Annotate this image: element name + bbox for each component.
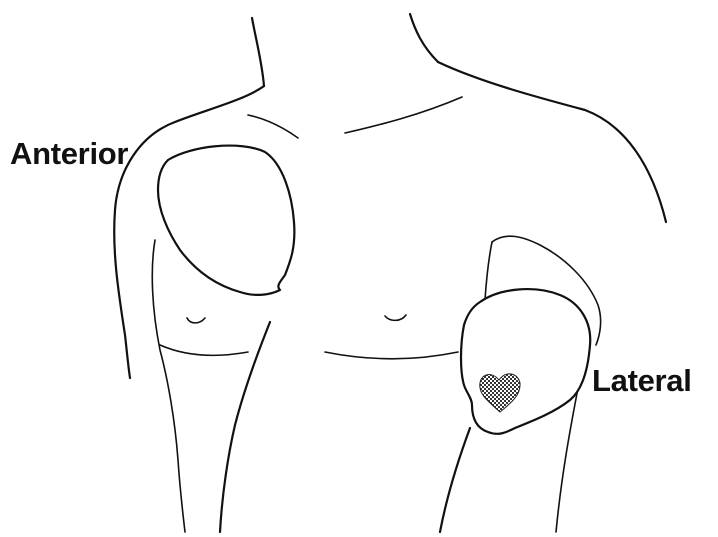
lateral-pad [461,289,590,434]
right-nipple [385,315,406,320]
neck-right-line [410,14,438,62]
right-arm-back-line [556,388,578,532]
body-outline [114,14,666,532]
right-clavicle-line [345,97,462,133]
right-pectoral-line [325,352,458,359]
anterior-label: Anterior [10,138,128,169]
anterior-pad [158,146,294,295]
left-arm-front-line [220,322,270,532]
right-forearm-line [440,428,470,532]
left-nipple [187,318,205,323]
left-clavicle-line [248,115,298,138]
left-pectoral-line [160,345,248,355]
right-arm-inner-line [485,242,492,300]
neck-left-line [252,18,264,86]
right-shoulder-line [438,62,666,222]
lateral-label: Lateral [592,365,692,396]
left-arm-inner-line [152,240,185,532]
